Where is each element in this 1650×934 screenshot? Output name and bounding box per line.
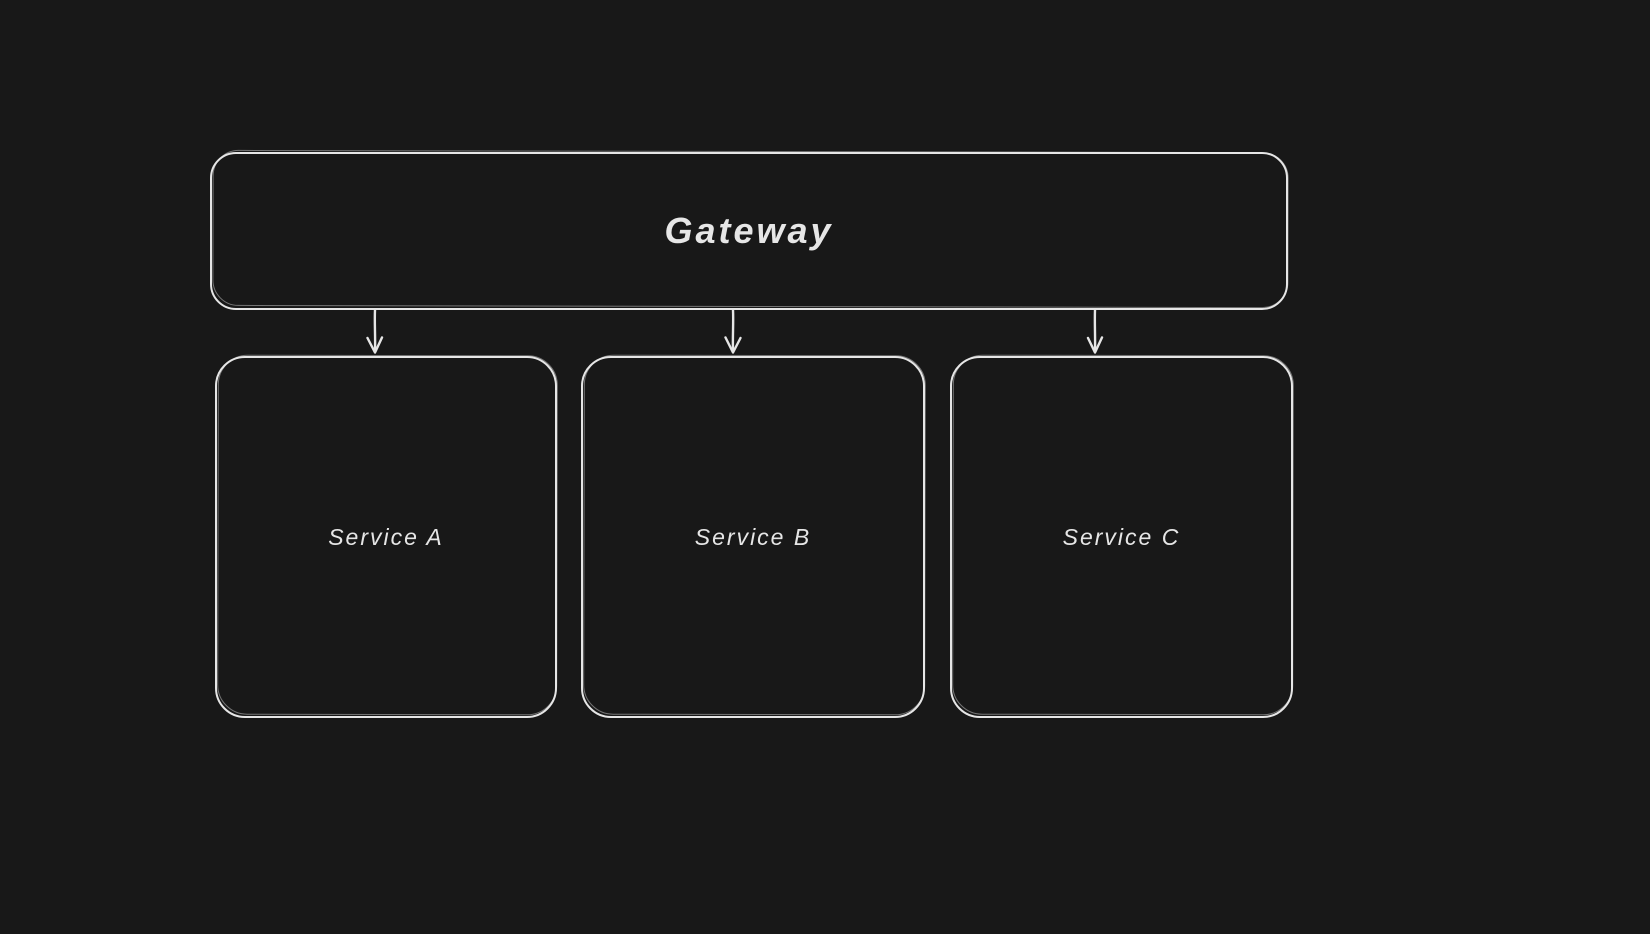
service-c-node[interactable]: Service C	[950, 356, 1293, 718]
service-b-node[interactable]: Service B	[581, 356, 925, 718]
service-b-label: Service B	[694, 523, 812, 550]
service-a-label: Service A	[328, 523, 444, 550]
gateway-node[interactable]: Gateway	[210, 152, 1288, 310]
service-c-label: Service C	[1062, 523, 1181, 550]
service-a-node[interactable]: Service A	[215, 356, 557, 718]
arrow-gateway-to-service-b[interactable]	[720, 308, 746, 359]
arrow-gateway-to-service-c[interactable]	[1082, 308, 1108, 359]
gateway-label: Gateway	[664, 210, 834, 251]
arrow-gateway-to-service-a[interactable]	[362, 308, 388, 359]
